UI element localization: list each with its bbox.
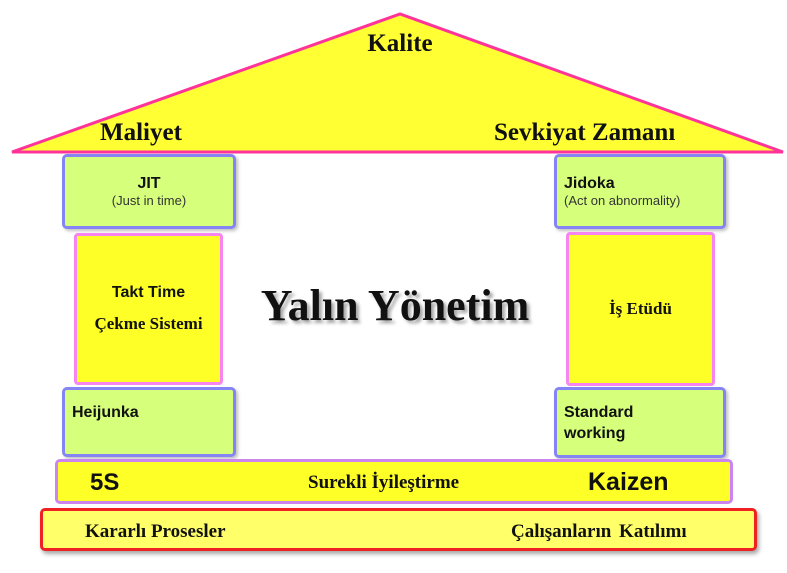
is-etudu-box: İş Etüdü: [566, 232, 715, 386]
5s-label: 5S: [90, 469, 120, 496]
roof-right-label: Sevkiyat Zamanı: [494, 119, 676, 146]
surekli-iyilestirme-label: Surekli İyileştirme: [308, 472, 460, 493]
heijunka-box: Heijunka: [62, 387, 236, 457]
kaizen-label: Kaizen: [588, 468, 669, 496]
standard-label: Standard: [564, 404, 634, 421]
cekme-sistemi-label: Çekme Sistemi: [94, 314, 203, 333]
takt-time-box: Takt Time Çekme Sistemi: [74, 233, 223, 385]
kararli-prosesler-label: Kararlı Prosesler: [85, 521, 226, 542]
jidoka-title: Jidoka: [564, 175, 615, 192]
is-etudu-label: İş Etüdü: [609, 299, 672, 318]
roof-left-label: Maliyet: [100, 119, 182, 146]
calisanlarin-katilimi-label: Çalışanların Katılımı: [511, 521, 687, 542]
jit-box: JIT (Just in time): [62, 154, 236, 229]
roof-triangle: [11, 12, 784, 154]
jit-title: JIT: [137, 175, 161, 192]
heijunka-label: Heijunka: [72, 404, 139, 421]
working-label: working: [564, 425, 626, 442]
takt-time-label: Takt Time: [111, 284, 186, 301]
standard-working-box: Standard working: [554, 387, 726, 458]
roof-top-label: Kalite: [367, 30, 433, 57]
main-title: Yalın Yönetim: [260, 281, 530, 330]
roof: [11, 12, 784, 154]
jidoka-box: Jidoka (Act on abnormality): [554, 154, 726, 229]
jidoka-subtitle: (Act on abnormality): [564, 193, 681, 208]
base-bar: Kararlı Prosesler Çalışanların Katılımı: [40, 508, 757, 551]
jit-subtitle: (Just in time): [111, 193, 187, 208]
foundation-bar: 5S Surekli İyileştirme Kaizen: [55, 459, 733, 504]
